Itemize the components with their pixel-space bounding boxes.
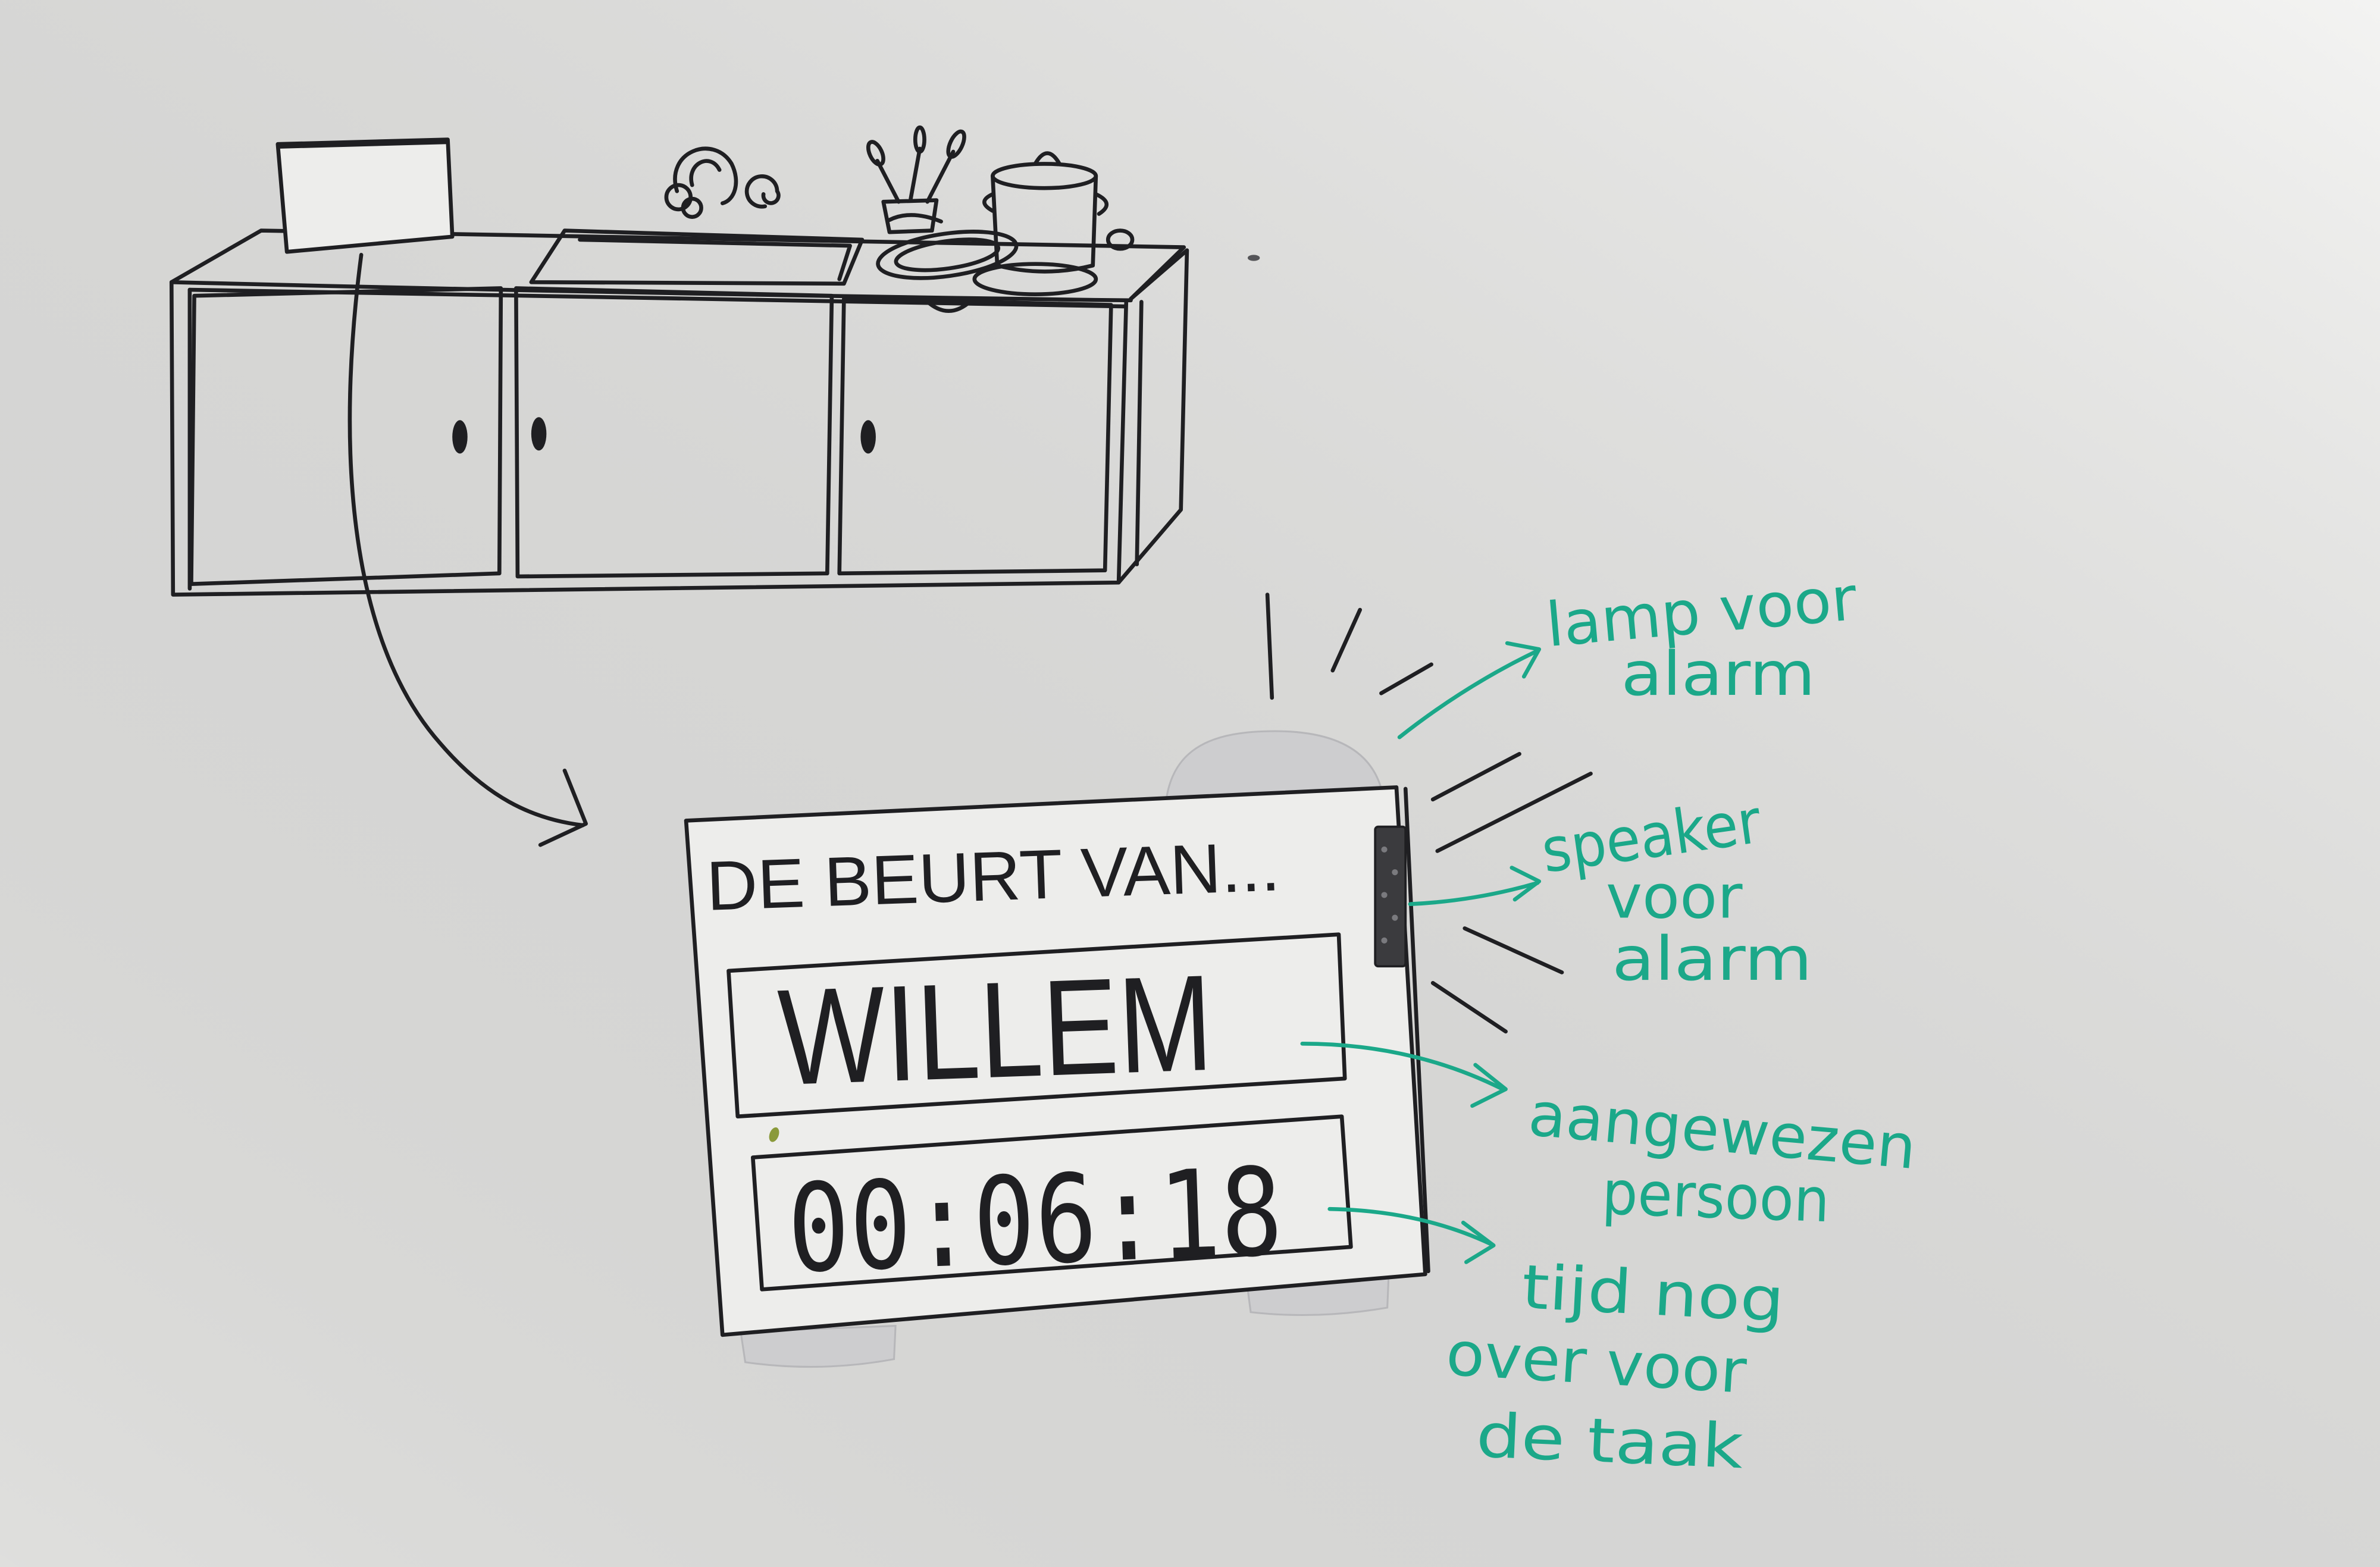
annotation-speaker-line-2: voor (1606, 862, 1743, 933)
lamp-ray (1330, 607, 1363, 673)
pot-lid-knob (1033, 151, 1061, 166)
cabinet-door-right (837, 297, 1113, 576)
alarm-lamp (1164, 730, 1386, 805)
utensil-stick-2 (909, 146, 922, 201)
annotation-time: tijd nog over voor de taak (1327, 1206, 1786, 1483)
faucet (664, 146, 781, 219)
wall-screen (275, 137, 455, 254)
person-name: WILLEM (776, 946, 1215, 1114)
speaker-hole (1392, 869, 1398, 876)
wall-screen-top-edge (276, 138, 450, 149)
annotation-arrowhead-time (1461, 1220, 1496, 1264)
counter-front-frame (169, 280, 1129, 597)
utensil-stick-1 (875, 158, 901, 204)
annotation-lamp-line-2: alarm (1621, 639, 1815, 710)
device-foot-left (740, 1324, 897, 1368)
annotation-arrow-time (1327, 1206, 1493, 1246)
countdown-timer: 00:06:18 (785, 1142, 1285, 1300)
annotation-time-line-1: tijd nog (1520, 1252, 1786, 1336)
lamp-rays (1265, 593, 1593, 1034)
speaker-ray (1430, 980, 1508, 1034)
speaker-hole (1392, 914, 1398, 921)
device-body-side-edge (1403, 786, 1430, 1274)
speaker-hole (1381, 937, 1388, 944)
speaker-hole (1381, 846, 1388, 853)
annotation-arrowhead-person (1470, 1063, 1508, 1108)
annotation-person-line-2: persoon (1601, 1158, 1831, 1236)
annotation-arrow-lamp (1397, 648, 1540, 739)
cabinet-door-left (189, 286, 503, 587)
lamp-ray (1265, 593, 1274, 700)
timer-display (750, 1114, 1353, 1292)
speaker (1374, 825, 1407, 968)
annotation-time-line-3: de taak (1475, 1400, 1745, 1483)
zoom-arrowhead (538, 769, 588, 847)
counter-top-outline (169, 228, 1186, 301)
faucet-knob (744, 174, 781, 209)
faucet-base (681, 196, 703, 219)
plate-flat (972, 262, 1098, 296)
small-cup (1106, 228, 1135, 251)
utensil-stick-3 (925, 149, 956, 204)
plate-large-inner (894, 237, 1001, 272)
door-handle-right (860, 420, 876, 454)
utensil-head-1 (866, 140, 885, 167)
annotation-arrow-person (1300, 1041, 1505, 1092)
annotation-speaker: speaker voor alarm (1408, 786, 1812, 995)
ink-speck (1247, 255, 1260, 261)
annotation-arrowhead-speaker (1510, 866, 1542, 902)
utensil-cup (881, 198, 939, 234)
counter-side-inner-edge (1135, 300, 1144, 566)
zoom-arrow (347, 253, 585, 828)
speaker-ray (1435, 772, 1593, 853)
annotation-speaker-line-3: alarm (1612, 924, 1812, 995)
kitchen-counter (169, 125, 1189, 597)
ink-speck (769, 1127, 779, 1142)
cabinet-door-middle (514, 286, 834, 579)
speaker-hole (1381, 892, 1388, 898)
utensil-head-3 (946, 129, 966, 159)
plate-drip (923, 298, 973, 314)
plate-rim (887, 213, 943, 224)
speaker-ray (1430, 751, 1521, 802)
plate-stack (876, 213, 1135, 314)
speaker-grille (1374, 825, 1407, 968)
faucet-spout-inner (689, 159, 722, 187)
utensil-holder (866, 125, 966, 234)
pot-handle-left (982, 192, 995, 213)
utensil-head-2 (913, 125, 926, 154)
name-display (726, 932, 1347, 1119)
faucet-spout (673, 146, 738, 205)
lamp-ray (1379, 662, 1433, 695)
pot-handle-right (1094, 192, 1109, 216)
annotation-arrow-speaker (1408, 880, 1540, 907)
door-handle-middle (531, 417, 547, 451)
sink-inner-edge (578, 237, 852, 281)
sink (529, 228, 865, 286)
speaker-ray (1463, 926, 1564, 974)
annotation-arrowhead-lamp (1505, 641, 1542, 679)
door-handle-left (452, 420, 468, 454)
plate-large (876, 230, 1019, 280)
counter-side-panel (1116, 248, 1189, 585)
